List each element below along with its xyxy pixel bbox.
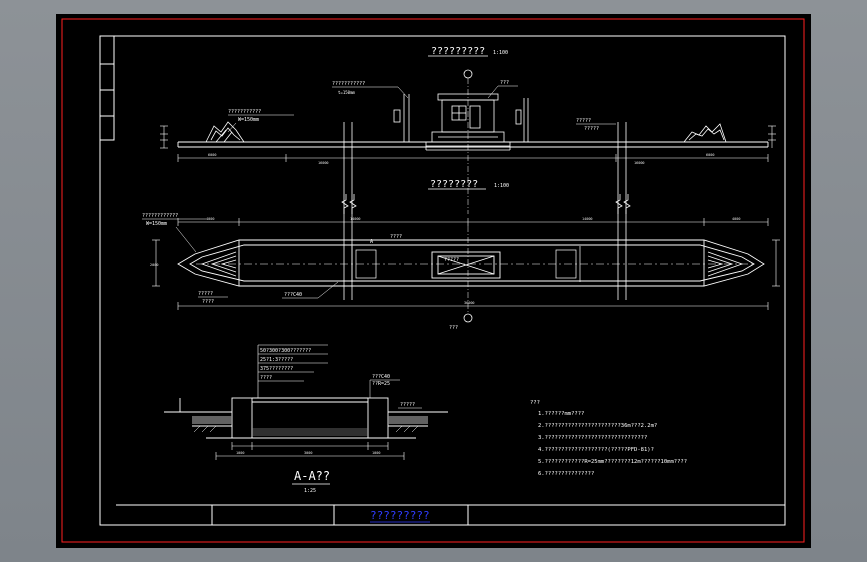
canopy-label: ??????????? <box>332 81 365 87</box>
section-dim-1: 1000 <box>236 451 244 455</box>
note-item: 2.???????????????????????36m???2.2m? <box>538 423 657 429</box>
section-dim-3: 1000 <box>372 451 380 455</box>
right-pole <box>515 98 529 142</box>
left-bump-label: ??????????? <box>228 109 261 115</box>
plan-section-mark: A <box>370 239 373 245</box>
plan-side-dimensions <box>152 239 780 287</box>
dim-end: 6000 <box>706 153 714 157</box>
plan-bottom-left-label: ????? <box>198 291 213 297</box>
booth-label: ??? <box>500 80 509 86</box>
section-dimensions <box>215 442 405 460</box>
plan-dim-b: 14000 <box>582 217 593 221</box>
canopy-column <box>393 94 410 142</box>
title-block <box>116 504 785 525</box>
section-concrete: ???C40 <box>372 374 390 380</box>
plan-left-note-2: W=150mm <box>146 221 167 227</box>
plan-scale: 1:100 <box>494 183 509 189</box>
plan-concrete-label: ???C40 <box>284 292 302 298</box>
plan-booth-label: ????? <box>444 257 459 263</box>
plan-view: ???????? 1:100 4000 14000 14000 4000 <box>142 179 780 331</box>
note-item: 4.???????????????????(?????PFD-81)? <box>538 447 654 453</box>
dim-left: 6000 <box>208 153 216 157</box>
plan-island-label: ???? <box>390 234 402 240</box>
left-level-marker <box>160 125 168 149</box>
layer-1: 50?300?300??????? <box>260 348 311 354</box>
plan-left-note: ???????????? <box>142 213 178 219</box>
plan-bottom-left-label-2: ???? <box>202 299 214 305</box>
section-ground-hatch <box>193 425 419 433</box>
canopy-note: t=150mm <box>338 90 355 95</box>
plan-axis-bubble <box>463 313 473 323</box>
right-bump-label-2: ????? <box>584 126 599 132</box>
note-item: 6.??????????????? <box>538 471 594 477</box>
title-block-drawing-name[interactable]: ????????? <box>370 509 430 522</box>
binding-margin <box>99 35 115 141</box>
note-item: 5.????????????R=25mm????????12m??????10m… <box>538 459 687 465</box>
drawing-canvas: ????????? 1:100 <box>61 18 805 543</box>
layer-3: 375???????? <box>260 366 293 372</box>
drawing-frame <box>99 35 786 526</box>
dim-mid: 16000 <box>318 161 329 165</box>
plan-dim-a: 14000 <box>350 217 361 221</box>
section-hatch <box>192 416 428 436</box>
left-speed-bump <box>205 121 245 143</box>
plan-bottom-dimensions <box>177 302 769 310</box>
right-level-marker <box>768 125 776 148</box>
axis-bubble <box>463 69 473 79</box>
plan-dim-total: 36000 <box>464 301 475 305</box>
island-outline <box>177 239 765 287</box>
section-scale: 1:25 <box>304 488 316 494</box>
elevation-title: ????????? <box>431 46 485 57</box>
toll-booth <box>425 93 511 151</box>
elevation-view: ????????? 1:100 <box>160 46 776 214</box>
right-bump-label: ????? <box>576 118 591 124</box>
sheet-border <box>61 18 805 543</box>
layer-4: ???? <box>260 375 272 381</box>
section-concrete-2: ??R=25 <box>372 381 390 387</box>
section-title: A-A?? <box>294 469 330 483</box>
right-speed-bump <box>683 123 727 143</box>
section-view: 50?300?300??????? 25?1:3????? 375???????… <box>164 344 448 494</box>
plan-title: ???????? <box>430 179 478 190</box>
plan-break-lines <box>341 194 631 300</box>
layer-2: 25?1:3????? <box>260 357 293 363</box>
plan-inner-marks <box>351 246 581 282</box>
dim-right: 16000 <box>634 161 645 165</box>
design-notes: ??? 1.??????mm???? 2.???????????????????… <box>530 400 687 477</box>
note-item: 1.??????mm???? <box>538 411 584 417</box>
note-item: 3.??????????????????????????????? <box>538 435 647 441</box>
plan-dim-height: 2000 <box>150 263 158 267</box>
section-dim-2: 3000 <box>304 451 312 455</box>
elevation-scale: 1:100 <box>493 50 508 56</box>
plan-dim-d: 4000 <box>732 217 740 221</box>
elevation-break-lines <box>343 122 627 214</box>
layer-callout <box>257 344 328 398</box>
plan-dim-c: 4000 <box>206 217 214 221</box>
drawing-sheet: ????????? 1:100 <box>56 14 811 548</box>
plan-axis-note: ??? <box>449 325 458 331</box>
left-bump-note: W=150mm <box>238 117 259 123</box>
section-curb: ????? <box>400 402 415 408</box>
plan-booth-box <box>431 251 501 279</box>
notes-heading: ??? <box>530 400 540 406</box>
elevation-dimensions <box>177 154 769 162</box>
plan-top-dimensions <box>177 218 769 226</box>
